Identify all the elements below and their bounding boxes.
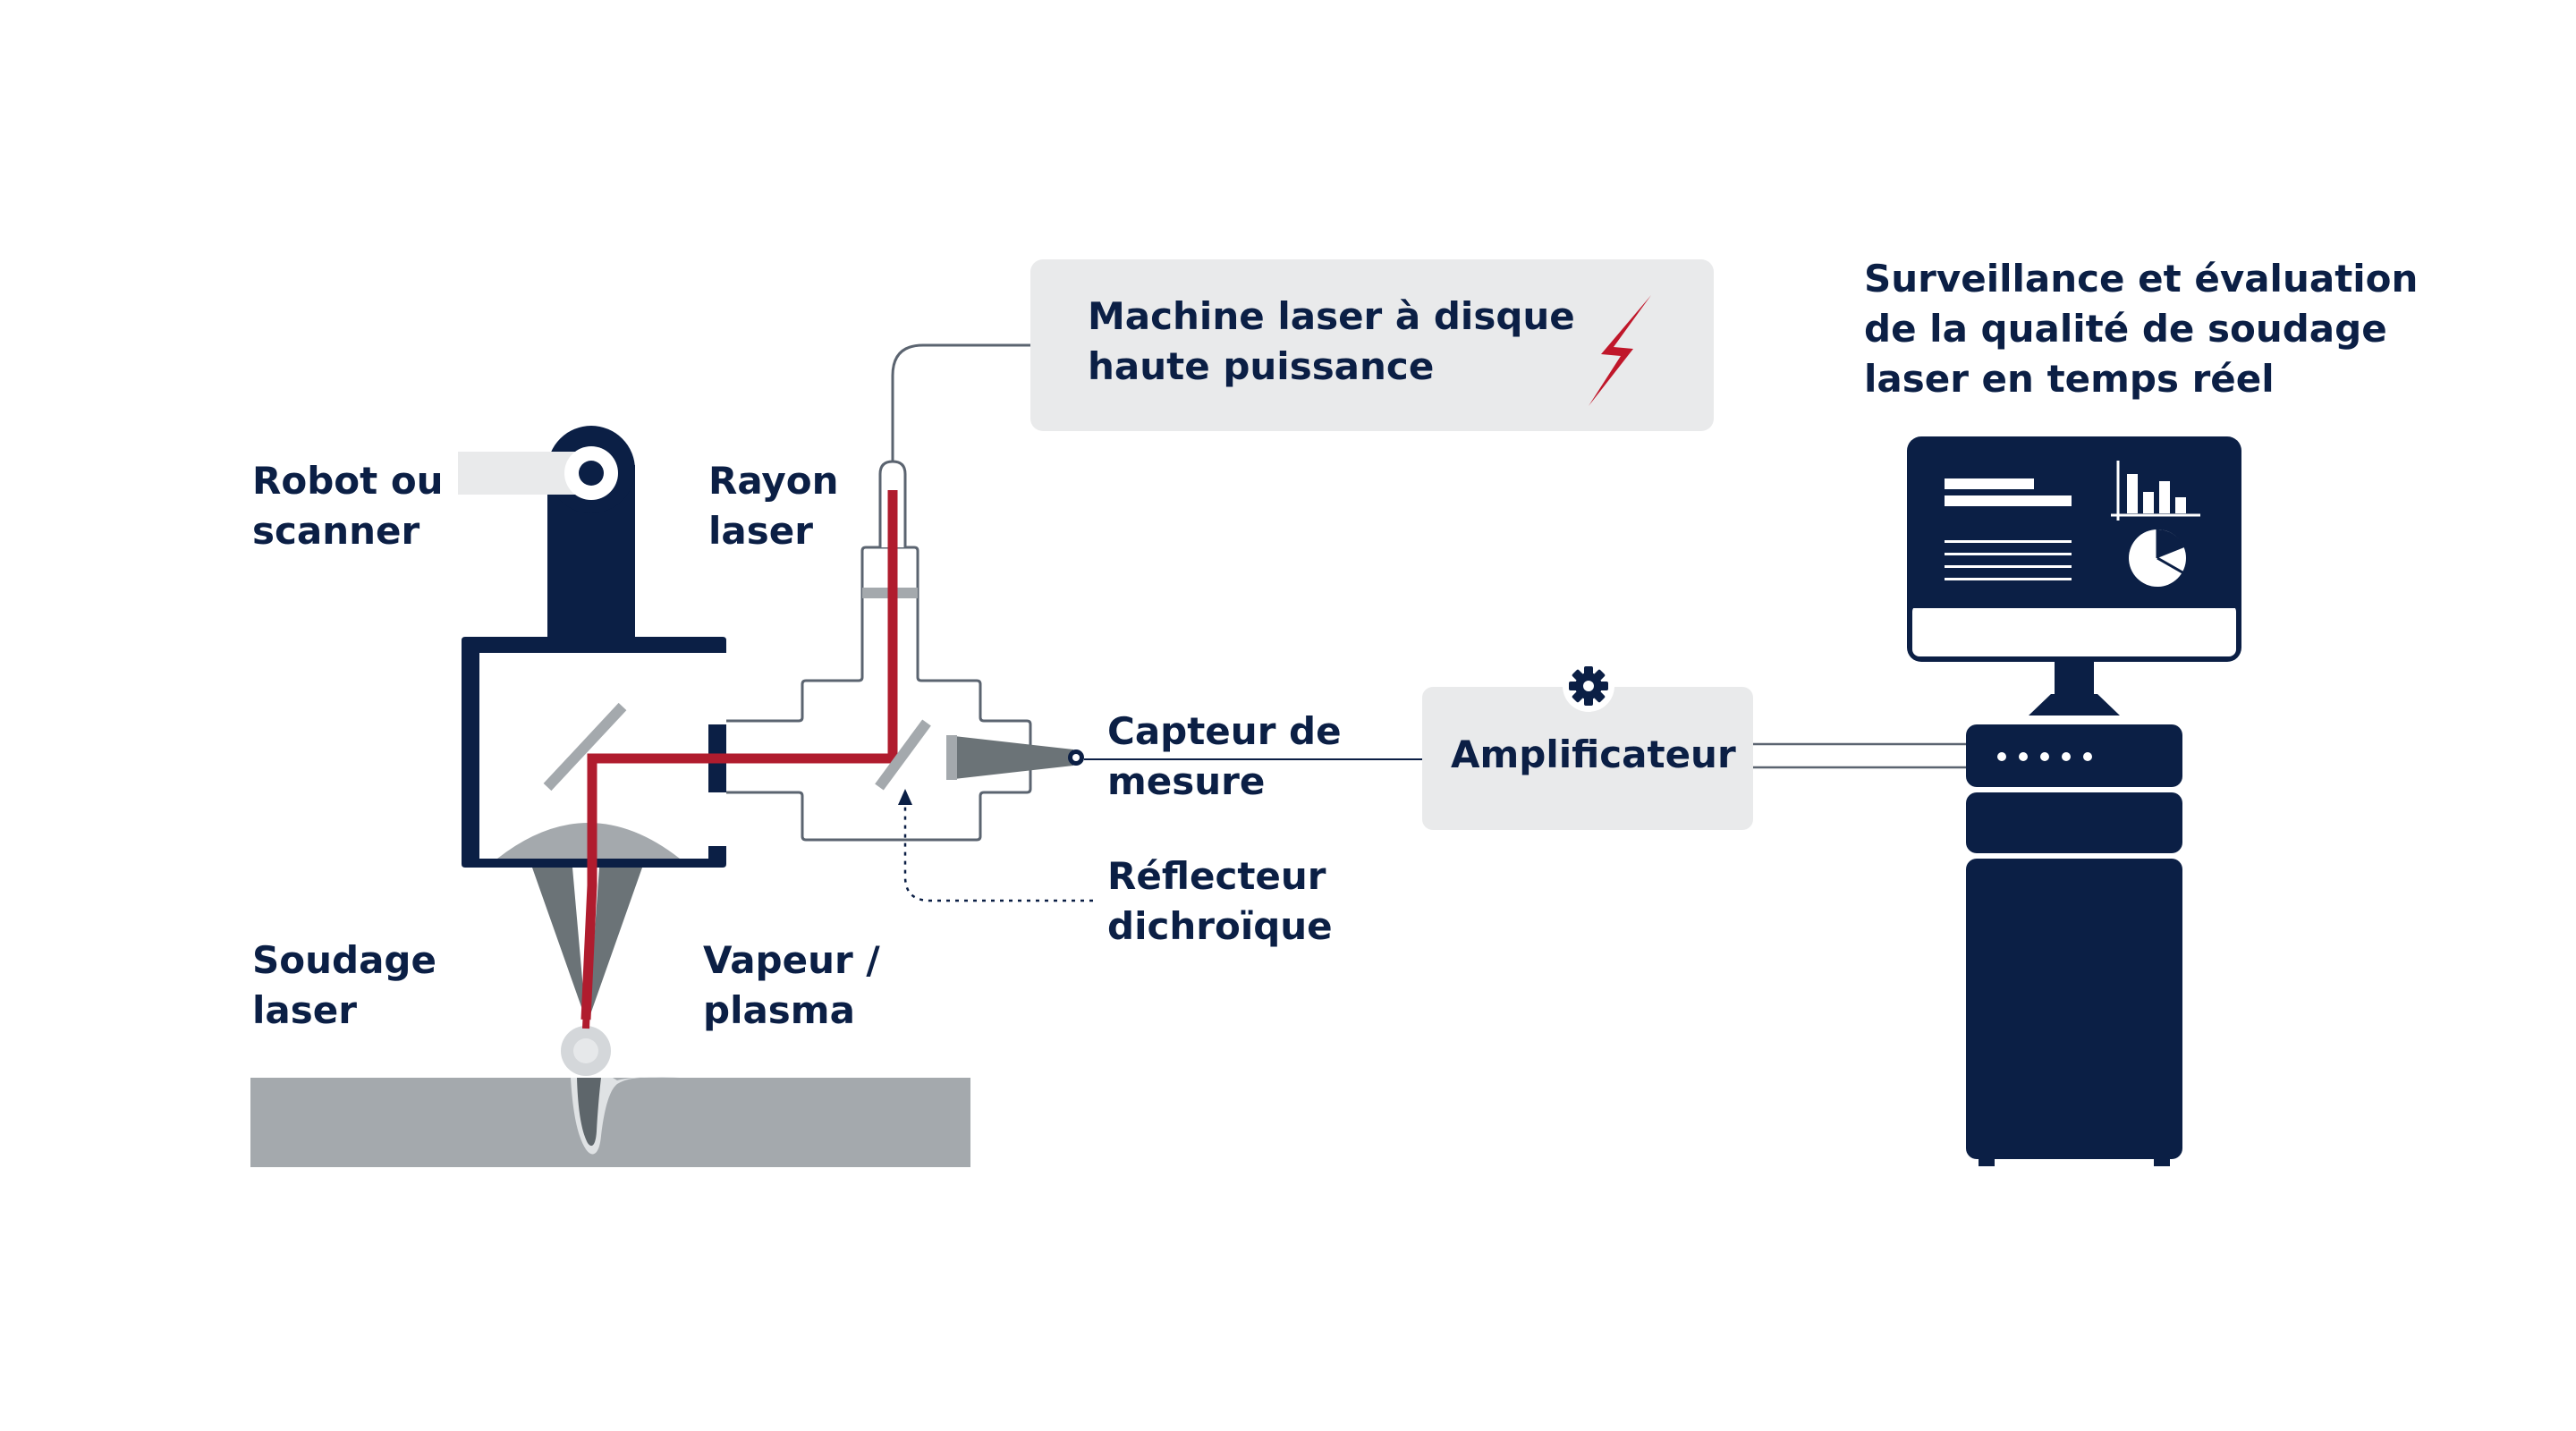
label-sensor-line-2: mesure [1107,759,1266,803]
dashboard-pie-divider-2 [2157,556,2183,574]
measurement-sensor [946,735,1073,780]
laser-machine-box [1030,259,1714,431]
optical-module-outline [726,546,1032,842]
label-monitoring: Surveillance et évaluation de la qualité… [1864,254,2418,404]
plasma-core [573,1038,598,1063]
dichroic-reflector [875,719,931,791]
label-vapor: Vapeur / plasma [703,936,880,1036]
label-robot-line-2: scanner [252,509,420,553]
label-beam: Rayon laser [708,456,839,556]
label-robot-line-1: Robot ou [252,459,444,503]
dashboard-chart-bar-4 [2175,497,2186,513]
tower-section-middle [1966,792,2182,853]
label-monitoring-line-3: laser en temps réel [1864,357,2275,401]
label-vapor-line-1: Vapeur / [703,938,880,982]
label-beam-line-1: Rayon [708,459,839,503]
label-laser-machine: Machine laser à disque haute puissance [1088,292,1575,392]
sensor-cap [946,735,957,780]
label-vapor-line-2: plasma [703,988,855,1032]
monitor-chin [1912,605,2236,656]
housing-opening-bottom [708,792,726,846]
monitor-chin-frame [1912,605,2236,608]
tower-led-5 [2083,752,2092,761]
sensor-tip-center [1072,754,1080,761]
laser-beam-focus [582,885,596,1029]
reflector-pointer-arrow [898,789,912,805]
reflector-pointer [903,805,1093,902]
fiber-cable [891,343,1030,461]
tower-section-body [1966,859,2182,1159]
label-welding: Soudage laser [252,936,436,1036]
monitor-base [2029,694,2120,716]
label-sensor: Capteur de mesure [1107,707,1342,807]
dashboard-line-4 [1945,578,2072,580]
dashboard-chart-bar-2 [2143,492,2154,513]
dashboard-line-1 [1945,540,2072,543]
label-laser-machine-line-2: haute puissance [1088,344,1435,388]
label-reflector: Réflecteur dichroïque [1107,851,1333,952]
tower-led-1 [1997,752,2006,761]
tower-foot-right [2154,1156,2170,1166]
tower-led-3 [2040,752,2049,761]
dashboard-chart-bar-3 [2159,481,2170,513]
monitor-neck [2055,662,2094,698]
robot-joint-center [579,461,604,486]
dashboard-bar-2 [1945,495,2072,506]
label-beam-line-2: laser [708,509,813,553]
housing-opening-top [708,653,726,724]
label-robot: Robot ou scanner [252,456,444,556]
dashboard-line-2 [1945,553,2072,555]
dashboard-line-3 [1945,565,2072,568]
vapor-cone-left [532,868,586,1020]
gear-icon [1563,660,1614,712]
label-amplifier: Amplificateur [1451,732,1736,776]
vapor-cone-right [589,868,642,1020]
dashboard-chart-bar-1 [2127,474,2138,513]
label-reflector-line-1: Réflecteur [1107,854,1326,898]
label-monitoring-line-2: de la qualité de soudage [1864,307,2387,351]
label-laser-machine-line-1: Machine laser à disque [1088,294,1575,338]
tower-foot-left [1979,1156,1995,1166]
label-reflector-line-2: dichroïque [1107,904,1333,948]
dashboard-pie-slice [2157,529,2184,558]
tower-led-2 [2019,752,2028,761]
dashboard-bar-1 [1945,478,2034,489]
label-monitoring-line-1: Surveillance et évaluation [1864,257,2419,301]
label-welding-line-2: laser [252,988,357,1032]
label-sensor-line-1: Capteur de [1107,709,1342,753]
tower-led-4 [2062,752,2071,761]
lightning-bolt-icon [1589,295,1651,406]
deflection-mirror [543,702,627,792]
keyhole-cavity [577,1078,601,1147]
tower-section-top [1966,724,2182,787]
label-welding-line-1: Soudage [252,938,436,982]
